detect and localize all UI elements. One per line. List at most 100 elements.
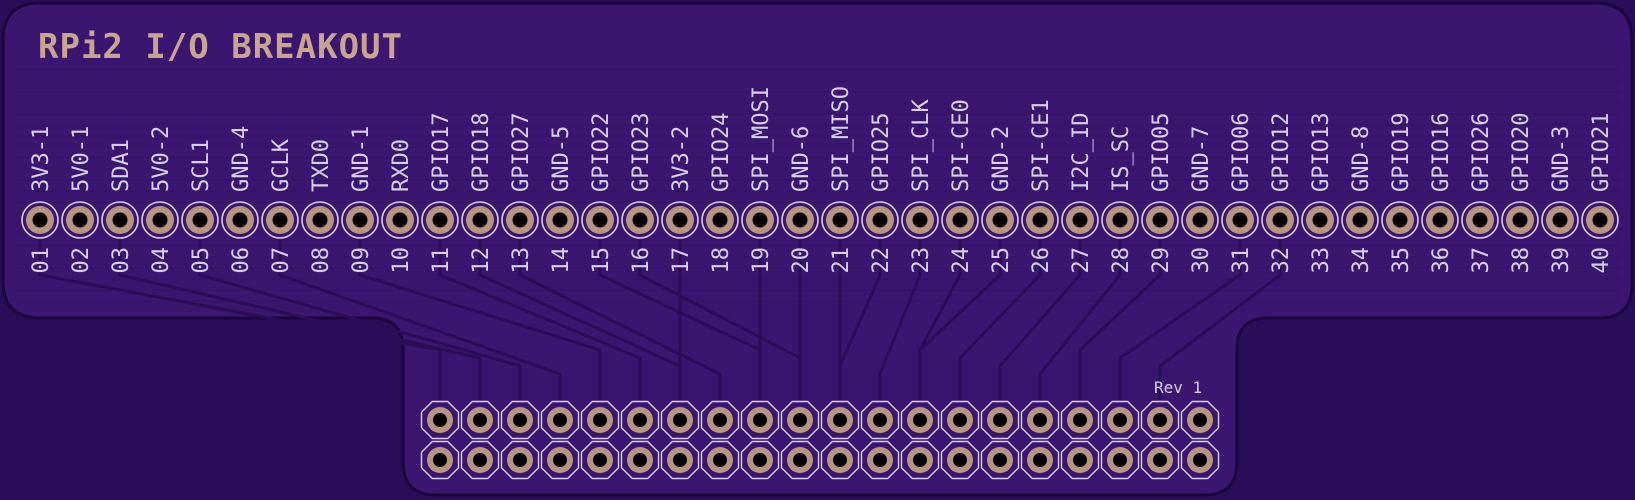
pad-silk-ring xyxy=(1381,201,1419,239)
dual-row-connector xyxy=(420,400,1220,480)
pin-number: 05 xyxy=(189,247,214,274)
pad-silk-ring xyxy=(541,201,579,239)
pin-label: GND-3 xyxy=(1549,126,1574,192)
pad-hole xyxy=(552,212,568,228)
gpio-header-pads xyxy=(21,201,1619,239)
pad-hole xyxy=(112,212,128,228)
pad-hole xyxy=(392,212,408,228)
pad-hole xyxy=(912,212,928,228)
pin-number: 36 xyxy=(1429,247,1454,274)
connector-pad xyxy=(900,400,940,440)
pad-hole xyxy=(592,212,608,228)
connector-silk-outline xyxy=(540,440,580,480)
header-pad xyxy=(21,201,59,239)
connector-pad xyxy=(780,400,820,440)
connector-silk-outline xyxy=(1060,400,1100,440)
connector-silk-outline xyxy=(860,440,900,480)
connector-pad xyxy=(420,440,460,480)
pad-hole xyxy=(712,212,728,228)
pin-number: 35 xyxy=(1389,247,1414,274)
connector-hole xyxy=(713,413,727,427)
connector-hole xyxy=(593,453,607,467)
connector-silk-outline xyxy=(900,440,940,480)
pad-hole xyxy=(472,212,488,228)
pin-number: 28 xyxy=(1109,247,1134,274)
connector-silk-outline xyxy=(420,400,460,440)
connector-silk-outline xyxy=(1140,400,1180,440)
pad-hole xyxy=(1312,212,1328,228)
pin-number: 13 xyxy=(509,247,534,274)
header-pad xyxy=(501,201,539,239)
connector-pad xyxy=(860,400,900,440)
pad-hole xyxy=(1472,212,1488,228)
pad-silk-ring xyxy=(621,201,659,239)
pin-label: GPIO26 xyxy=(1469,113,1494,192)
trace xyxy=(958,240,1042,400)
pad-silk-ring xyxy=(1501,201,1539,239)
connector-pad xyxy=(460,400,500,440)
connector-silk-outline xyxy=(740,400,780,440)
header-pad xyxy=(941,201,979,239)
connector-silk-outline xyxy=(540,400,580,440)
connector-pad xyxy=(740,400,780,440)
pin-label: GPIO16 xyxy=(1429,113,1454,192)
pad-silk-ring xyxy=(1461,201,1499,239)
pad-silk-ring xyxy=(461,201,499,239)
connector-silk-outline xyxy=(1060,440,1100,480)
connector-pad xyxy=(1100,440,1140,480)
traces xyxy=(38,240,1282,400)
connector-hole xyxy=(433,453,447,467)
trace xyxy=(38,240,442,400)
connector-pad xyxy=(420,400,460,440)
pin-number: 15 xyxy=(589,247,614,274)
header-pad xyxy=(901,201,939,239)
pad-silk-ring xyxy=(1541,201,1579,239)
pad-hole xyxy=(952,212,968,228)
pad-hole xyxy=(752,212,768,228)
connector-silk-outline xyxy=(580,440,620,480)
pin-label: 3V3-2 xyxy=(669,126,694,192)
pad-hole xyxy=(512,212,528,228)
pin-number: 40 xyxy=(1589,247,1614,274)
connector-hole xyxy=(713,453,727,467)
connector-hole xyxy=(993,453,1007,467)
connector-pad xyxy=(900,440,940,480)
pad-hole xyxy=(72,212,88,228)
trace xyxy=(118,240,482,400)
pin-label: GPIO05 xyxy=(1149,113,1174,192)
header-pad xyxy=(1501,201,1539,239)
pin-number: 34 xyxy=(1349,247,1374,274)
connector-silk-outline xyxy=(900,400,940,440)
connector-pad xyxy=(540,400,580,440)
connector-hole xyxy=(553,453,567,467)
header-pad xyxy=(861,201,899,239)
pad-hole xyxy=(1112,212,1128,228)
header-pad xyxy=(1301,201,1339,239)
pin-label: SPI-CE0 xyxy=(949,99,974,192)
pad-silk-ring xyxy=(581,201,619,239)
pin-number: 04 xyxy=(149,247,174,274)
trace xyxy=(918,240,1002,400)
pin-label: GPIO24 xyxy=(709,113,734,192)
pad-silk-ring xyxy=(381,201,419,239)
connector-silk-outline xyxy=(1180,400,1220,440)
header-pad xyxy=(701,201,739,239)
connector-hole xyxy=(513,413,527,427)
pad-silk-ring xyxy=(1021,201,1059,239)
header-pad xyxy=(821,201,859,239)
pin-label: 5V0-1 xyxy=(69,126,94,192)
header-pad xyxy=(101,201,139,239)
pad-hole xyxy=(1432,212,1448,228)
connector-silk-outline xyxy=(620,440,660,480)
connector-hole xyxy=(913,413,927,427)
pin-number: 09 xyxy=(349,247,374,274)
pin-number: 17 xyxy=(669,247,694,274)
pin-number: 21 xyxy=(829,247,854,274)
connector-hole xyxy=(1113,453,1127,467)
connector-pad xyxy=(940,400,980,440)
connector-pad xyxy=(780,440,820,480)
pin-label: SPI_MOSI xyxy=(749,86,774,192)
pin-label: GPIO13 xyxy=(1309,113,1334,192)
pin-number: 11 xyxy=(429,247,454,274)
pin-label: GPIO25 xyxy=(869,113,894,192)
